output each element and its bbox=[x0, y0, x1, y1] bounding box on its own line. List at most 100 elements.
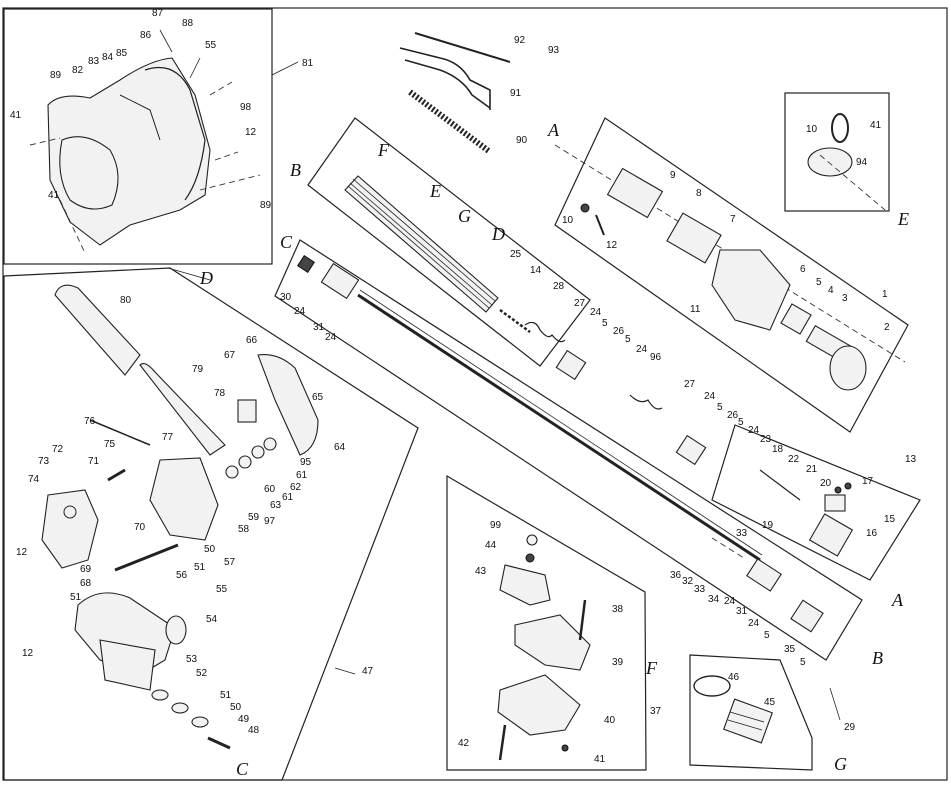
section-letter-label: E bbox=[429, 181, 441, 201]
part-number-label: 63 bbox=[270, 500, 282, 511]
part-number-label: 16 bbox=[866, 528, 878, 539]
part-number-label: 64 bbox=[334, 442, 346, 453]
part-number-label: 4 bbox=[828, 285, 834, 296]
part-number-label: 88 bbox=[182, 18, 194, 29]
part-number-label: 76 bbox=[84, 416, 96, 427]
part-number-label: 83 bbox=[88, 56, 100, 67]
part-number-label: 5 bbox=[738, 417, 744, 428]
part-number-label: 70 bbox=[134, 522, 146, 533]
part-number-label: 50 bbox=[230, 702, 242, 713]
part-number-label: 60 bbox=[264, 484, 276, 495]
part-number-label: 24 bbox=[325, 332, 337, 343]
part-number-label: 26 bbox=[613, 326, 625, 337]
part-number-label: 91 bbox=[510, 88, 522, 99]
part-number-label: 99 bbox=[490, 520, 502, 531]
part-number-label: 79 bbox=[192, 364, 204, 375]
part-number-label: 15 bbox=[884, 514, 896, 525]
part-number-label: 47 bbox=[362, 666, 374, 677]
section-letter-label: B bbox=[290, 160, 301, 180]
part-number-label: 84 bbox=[102, 52, 114, 63]
part-number-label: 12 bbox=[22, 648, 34, 659]
part-number-label: 89 bbox=[260, 200, 272, 211]
hook-inset bbox=[784, 92, 890, 212]
part-number-label: 55 bbox=[205, 40, 217, 51]
part-number-label: 24 bbox=[704, 391, 716, 402]
part-number-label: 44 bbox=[485, 540, 497, 551]
divider-line bbox=[167, 267, 211, 281]
part-number-label: 46 bbox=[728, 672, 740, 683]
part-number-label: 39 bbox=[612, 657, 624, 668]
part-number-label: 67 bbox=[224, 350, 236, 361]
part-number-label: 78 bbox=[214, 388, 226, 399]
section-letter-label: C bbox=[236, 759, 249, 779]
part-number-label: 3 bbox=[842, 293, 848, 304]
section-letter-label: E bbox=[897, 209, 909, 229]
part-number-label: 94 bbox=[856, 157, 868, 168]
part-number-label: 18 bbox=[772, 444, 784, 455]
inset-engine-housing bbox=[3, 8, 299, 265]
part-number-label: 51 bbox=[220, 690, 232, 701]
part-number-label: 48 bbox=[248, 725, 260, 736]
clamp-section bbox=[446, 474, 647, 771]
part-number-label: 96 bbox=[650, 352, 662, 363]
part-number-label: 17 bbox=[862, 476, 874, 487]
part-number-label: 98 bbox=[240, 102, 252, 113]
part-number-label: 59 bbox=[248, 512, 260, 523]
part-number-label: 61 bbox=[282, 492, 294, 503]
part-number-label: 85 bbox=[116, 48, 128, 59]
section-letter-label: A bbox=[891, 590, 904, 610]
part-number-label: 10 bbox=[806, 124, 818, 135]
part-number-label: 73 bbox=[38, 456, 50, 467]
part-number-label: 27 bbox=[684, 379, 696, 390]
throttle-section-a bbox=[554, 117, 909, 433]
part-number-label: 11 bbox=[690, 304, 701, 315]
part-number-label: 5 bbox=[764, 630, 770, 641]
part-number-label: 68 bbox=[80, 578, 92, 589]
part-number-label: 69 bbox=[80, 564, 92, 575]
part-number-label: 8 bbox=[696, 188, 702, 199]
part-number-label: 5 bbox=[717, 402, 723, 413]
part-number-label: 49 bbox=[238, 714, 250, 725]
part-number-label: 52 bbox=[196, 668, 208, 679]
part-number-label: 28 bbox=[553, 281, 565, 292]
part-number-label: 24 bbox=[636, 344, 648, 355]
part-number-label: 58 bbox=[238, 524, 250, 535]
part-number-label: 65 bbox=[312, 392, 324, 403]
part-number-label: 22 bbox=[788, 454, 800, 465]
part-number-label: 89 bbox=[50, 70, 62, 81]
part-number-label: 90 bbox=[516, 135, 528, 146]
part-number-label: 56 bbox=[176, 570, 188, 581]
part-number-label: 24 bbox=[724, 596, 736, 607]
part-number-label: 81 bbox=[302, 58, 314, 69]
section-letter-label: G bbox=[458, 206, 471, 226]
part-number-label: 35 bbox=[784, 644, 796, 655]
part-number-label: 9 bbox=[670, 170, 676, 181]
part-number-label: 5 bbox=[816, 277, 822, 288]
section-letter-label: B bbox=[872, 648, 883, 668]
outer-frame bbox=[2, 7, 948, 781]
part-number-label: 45 bbox=[764, 697, 776, 708]
part-number-label: 12 bbox=[245, 127, 257, 138]
section-letter-label: C bbox=[280, 232, 293, 252]
part-number-label: 57 bbox=[224, 557, 236, 568]
part-number-label: 55 bbox=[216, 584, 228, 595]
part-number-label: 38 bbox=[612, 604, 624, 615]
part-number-label: 42 bbox=[458, 738, 470, 749]
part-number-label: 77 bbox=[162, 432, 174, 443]
part-number-label: 5 bbox=[625, 334, 631, 345]
part-number-label: 21 bbox=[806, 464, 818, 475]
part-number-label: 33 bbox=[694, 584, 706, 595]
part-number-label: 7 bbox=[730, 214, 736, 225]
section-letter-label: F bbox=[377, 140, 390, 160]
part-number-label: 41 bbox=[48, 190, 60, 201]
part-number-label: 50 bbox=[204, 544, 216, 555]
part-number-label: 95 bbox=[300, 457, 312, 468]
part-number-label: 31 bbox=[313, 322, 325, 333]
part-number-label: 19 bbox=[762, 520, 774, 531]
part-number-label: 43 bbox=[475, 566, 487, 577]
part-number-label: 75 bbox=[104, 439, 116, 450]
